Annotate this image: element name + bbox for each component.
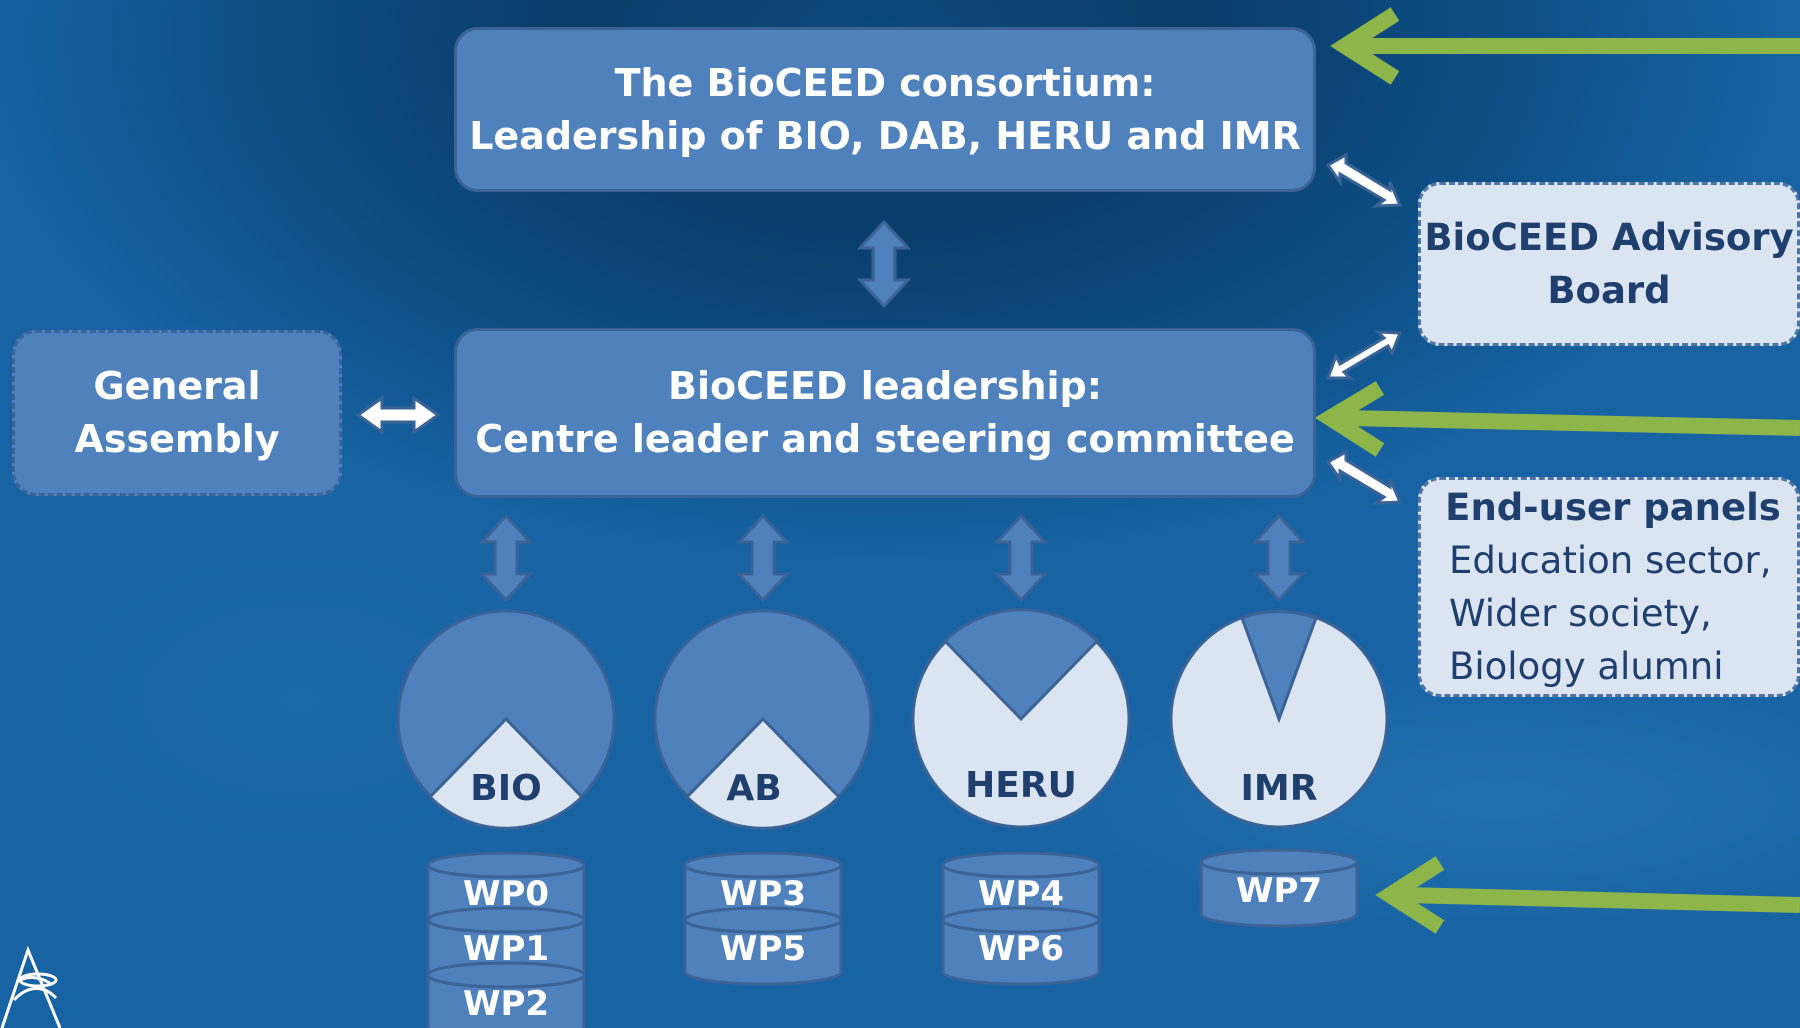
white-arrow-assembly-leadership	[355, 395, 441, 435]
end-user-item: Education sector,	[1449, 539, 1772, 582]
wp-cylinder-top	[426, 961, 586, 989]
end-user-panels-box: End-user panels Education sector, Wider …	[1418, 477, 1800, 697]
leadership-line1: BioCEED leadership:	[668, 364, 1102, 408]
wp-label: WP1	[462, 929, 550, 969]
wp-cylinder-top	[683, 851, 843, 879]
pie-heru	[911, 608, 1131, 829]
leadership-box: BioCEED leadership: Centre leader and st…	[454, 328, 1316, 498]
consortium-line2: Leadership of BIO, DAB, HERU and IMR	[469, 113, 1301, 158]
institution-label-heru: HERU	[965, 765, 1077, 806]
general-assembly-line2: Assembly	[74, 417, 280, 461]
consortium-line1: The BioCEED consortium:	[614, 60, 1156, 105]
wp-label: WP6	[977, 929, 1065, 969]
green-arrow-bottom	[1404, 887, 1800, 913]
wp-label: WP4	[977, 874, 1065, 914]
green-arrow-middle	[1344, 410, 1800, 436]
blue-arrow-ab	[735, 513, 791, 603]
wp-label: WP2	[462, 984, 550, 1024]
wp-label: WP7	[1235, 871, 1323, 911]
wp-cylinder-top	[426, 906, 586, 934]
wp-label: WP0	[462, 874, 550, 914]
blue-arrow-imr	[1251, 513, 1307, 603]
institution-label-bio: BIO	[470, 768, 542, 809]
wp-label: WP3	[719, 874, 807, 914]
white-arrow-consortium-advisory	[1325, 152, 1403, 208]
blue-arrow-consortium-leadership	[856, 219, 912, 309]
bioceed-logo	[0, 945, 62, 1028]
pie-imr	[1169, 609, 1389, 829]
wp-cylinder-top	[683, 906, 843, 934]
wp-cylinder-top	[426, 851, 586, 879]
end-user-item: Biology alumni	[1449, 645, 1724, 688]
pie-bio	[396, 609, 616, 830]
end-user-title: End-user panels	[1445, 486, 1781, 529]
institution-label-ab: AB	[726, 768, 782, 809]
institution-label-imr: IMR	[1240, 768, 1318, 809]
wp-label: WP5	[719, 929, 807, 969]
green-arrow-top-head	[1330, 7, 1400, 85]
white-arrow-leadership-advisory	[1325, 330, 1403, 380]
blue-arrow-bio	[478, 513, 534, 603]
advisory-board-line1: BioCEED Advisory	[1424, 216, 1794, 259]
end-user-item: Wider society,	[1449, 592, 1712, 635]
blue-arrow-heru	[993, 513, 1049, 603]
wp-cylinder-top	[941, 906, 1101, 934]
wp-cylinder-top	[941, 851, 1101, 879]
advisory-board-line2: Board	[1547, 269, 1671, 312]
consortium-box: The BioCEED consortium: Leadership of BI…	[454, 27, 1316, 192]
green-arrow-middle-head	[1314, 381, 1385, 457]
pie-ab	[653, 609, 873, 830]
green-arrow-bottom-head	[1375, 856, 1445, 934]
leadership-line2: Centre leader and steering committee	[475, 417, 1295, 461]
general-assembly-box: General Assembly	[12, 330, 342, 496]
white-arrow-leadership-enduser	[1325, 449, 1403, 505]
general-assembly-line1: General	[93, 364, 261, 408]
advisory-board-box: BioCEED Advisory Board	[1418, 182, 1800, 346]
wp-cylinder-top	[1199, 848, 1359, 876]
